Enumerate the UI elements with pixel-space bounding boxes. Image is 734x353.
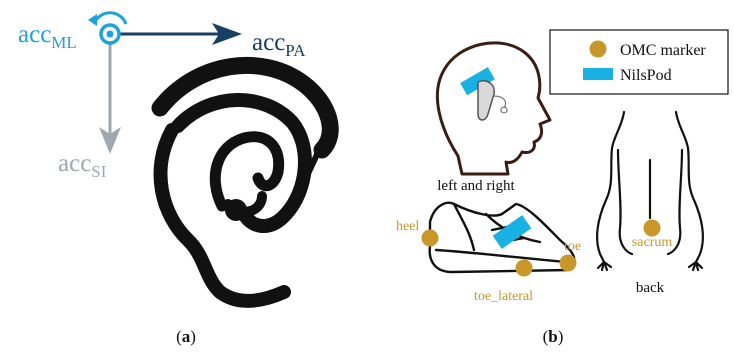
head-icon — [437, 43, 550, 174]
legend-item-nilspod: NilsPod — [620, 67, 672, 84]
back-label: back — [636, 280, 665, 296]
panel-b: OMC marker NilsPod left and right — [396, 30, 728, 346]
legend-marker-symbol — [590, 41, 607, 58]
rotation-arrowhead-icon — [88, 14, 97, 26]
acc-pa-label: accPA — [252, 29, 306, 60]
legend-nilspod-symbol — [583, 68, 613, 80]
caption-b: (b) — [543, 327, 564, 346]
caption-a: (a) — [176, 327, 196, 346]
toe-lateral-marker — [516, 260, 533, 277]
sacrum-label: sacrum — [632, 235, 673, 250]
acc-ml-label: accML — [18, 21, 77, 52]
nilspod-sensor-shoe — [493, 215, 532, 249]
heel-marker — [422, 230, 439, 247]
acc-si-label: accSI — [58, 150, 107, 181]
heel-label: heel — [396, 219, 419, 234]
toe-lateral-label: toe_lateral — [474, 289, 533, 304]
legend-box — [550, 30, 728, 94]
acc-pa-arrow — [116, 23, 242, 45]
legend-item-omc-marker: OMC marker — [620, 42, 706, 59]
sacrum-marker — [644, 220, 661, 237]
toe-marker — [560, 255, 577, 272]
ear-icon — [161, 100, 305, 301]
panel-a: accML accPA accSI (a) — [18, 13, 330, 346]
hearing-aid-small-icon — [478, 81, 507, 120]
head-label: left and right — [437, 178, 515, 194]
axis-origin-icon — [101, 25, 119, 43]
toe-label: toe — [564, 239, 581, 254]
legend: OMC marker NilsPod — [550, 30, 728, 94]
rotation-arc-icon — [94, 13, 126, 24]
acc-si-arrow — [99, 44, 121, 154]
